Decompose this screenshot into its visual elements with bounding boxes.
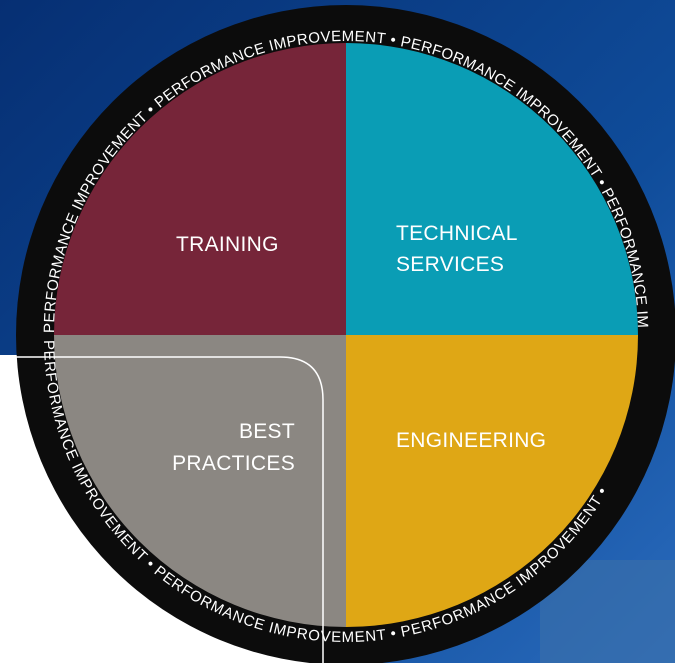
label-technical-line1: TECHNICAL (396, 222, 518, 245)
label-best-line2: PRACTICES (172, 452, 295, 475)
label-technical-line2: SERVICES (396, 253, 504, 276)
segment-training[interactable] (54, 43, 346, 335)
label-best-line1: BEST (239, 420, 295, 443)
frame-line (0, 356, 324, 663)
label-training: TRAINING (176, 233, 279, 256)
label-engineering: ENGINEERING (396, 429, 546, 452)
segment-best-practices[interactable] (54, 335, 346, 627)
segment-technical-services[interactable] (346, 43, 638, 335)
segment-engineering[interactable] (346, 335, 638, 627)
